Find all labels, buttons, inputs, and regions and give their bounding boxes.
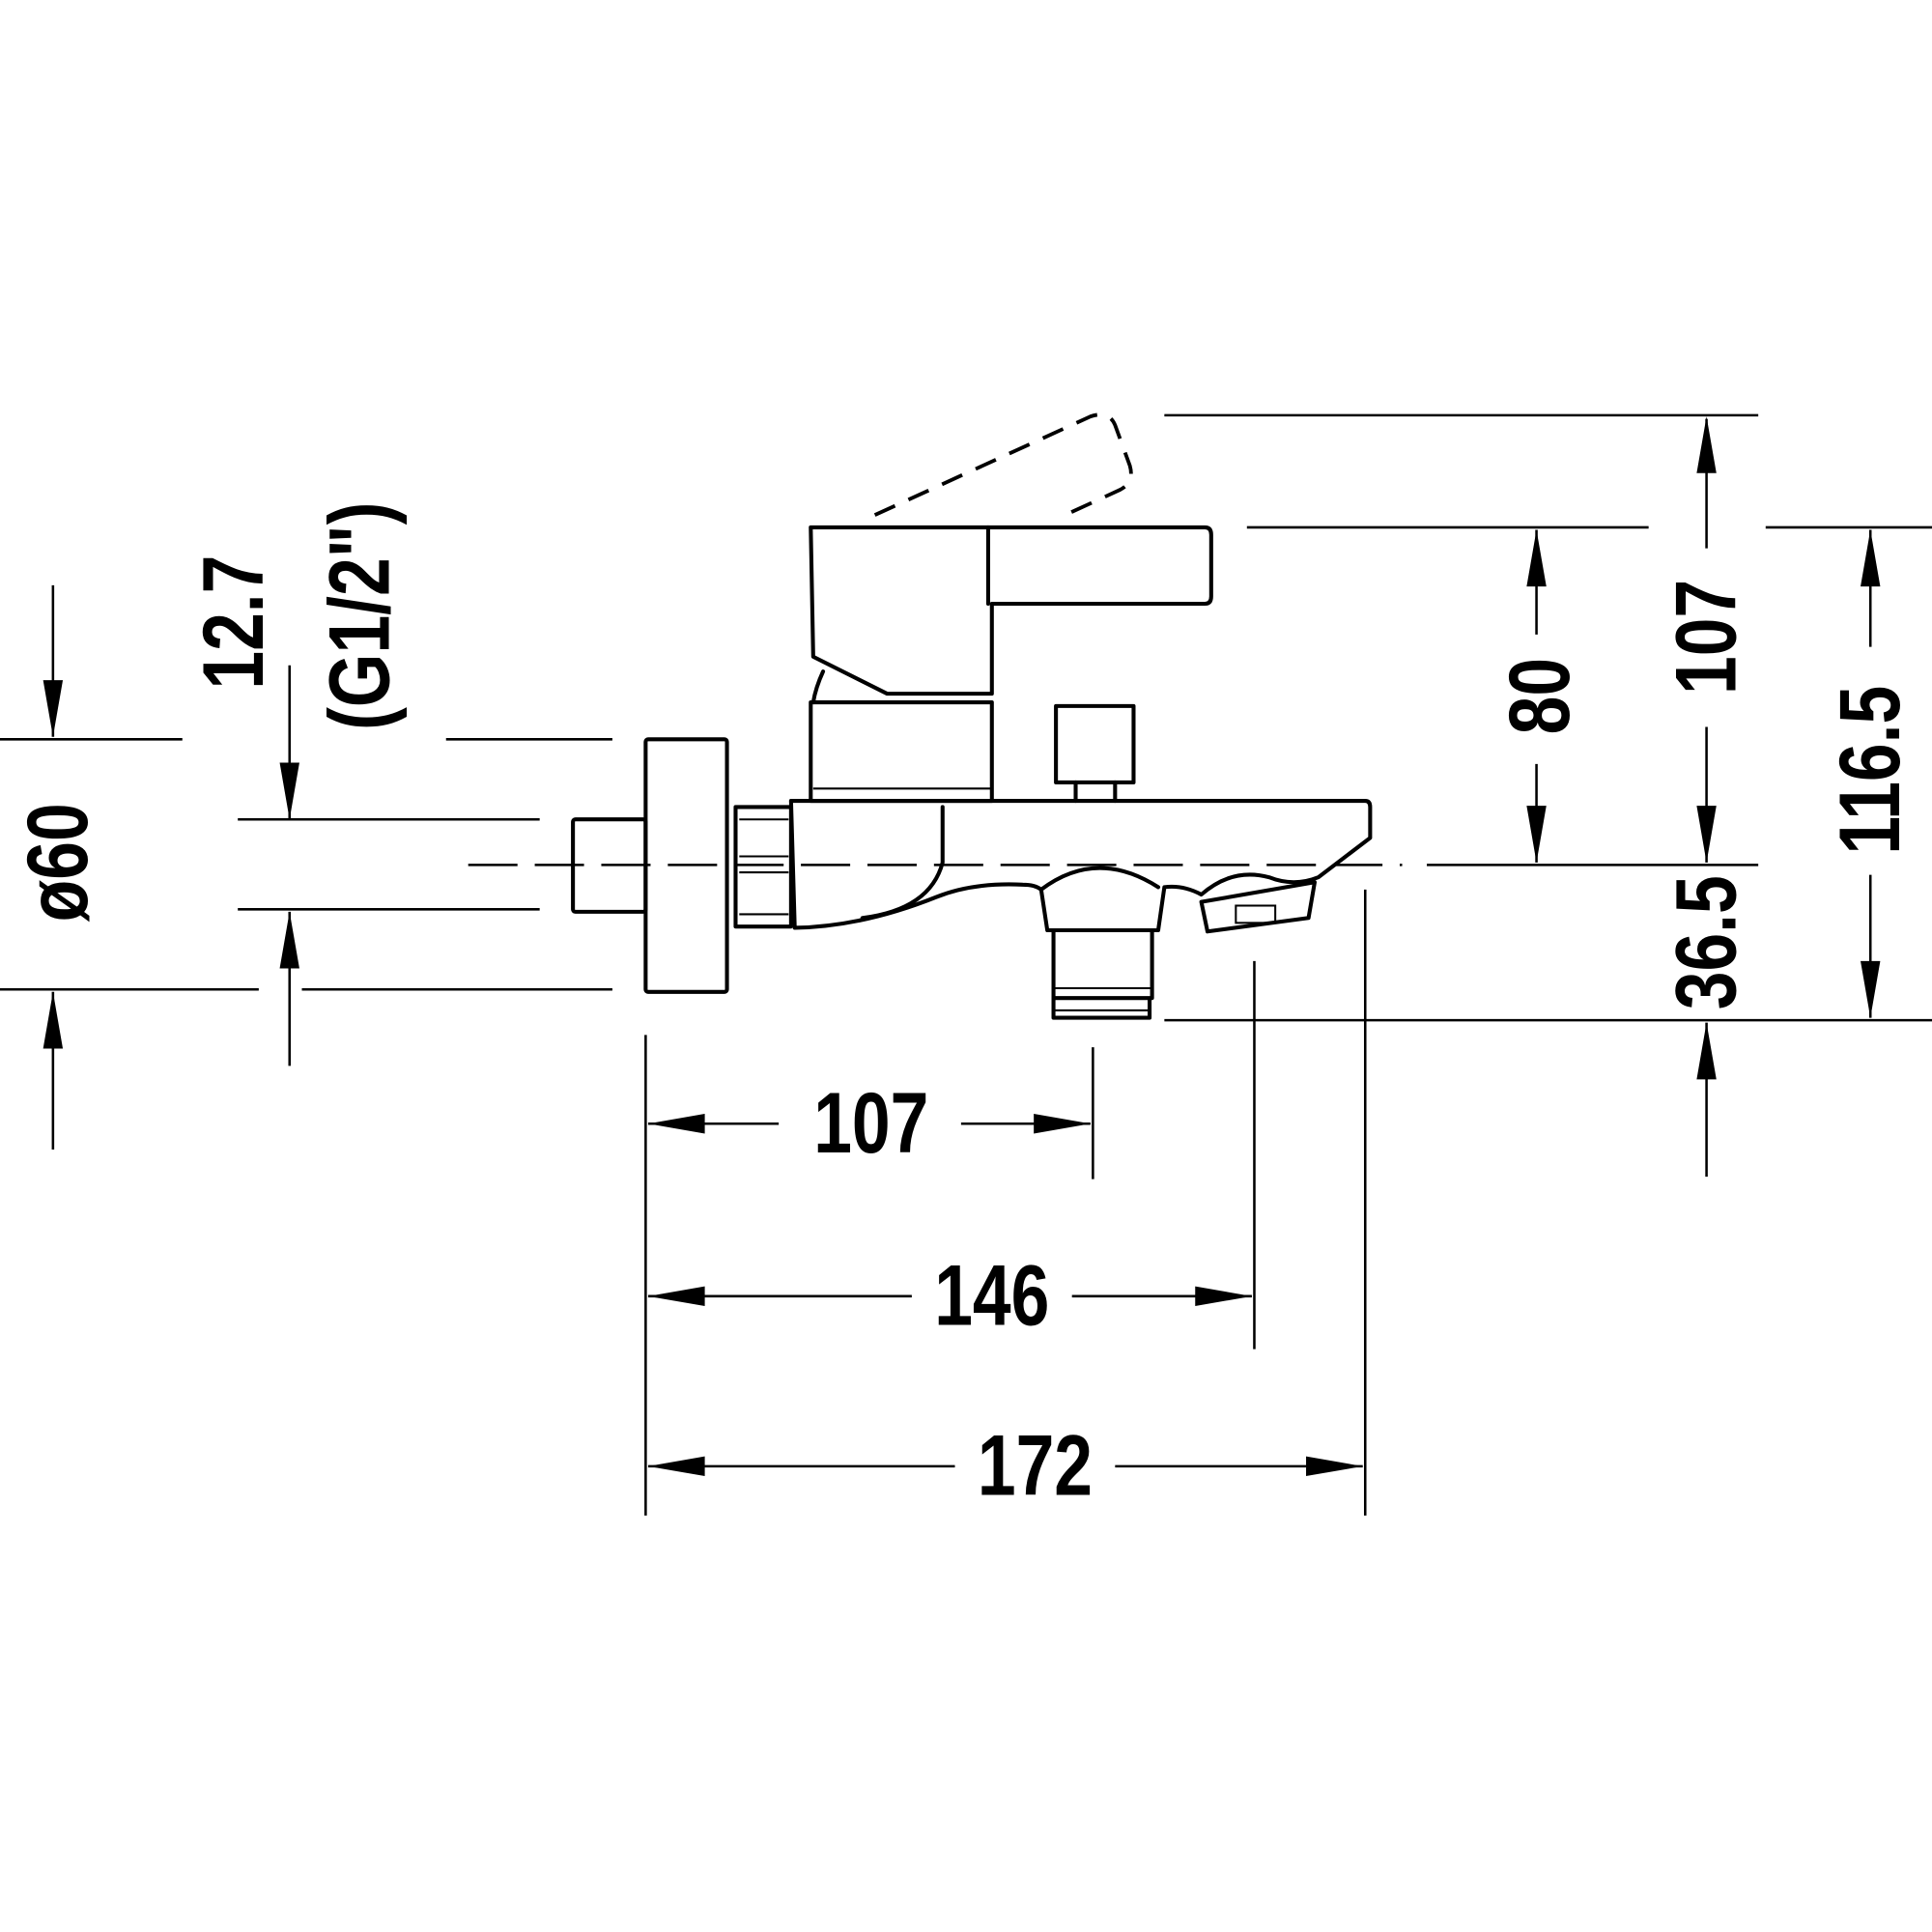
arrowhead-down-icon bbox=[43, 680, 64, 737]
arrowhead-left-icon bbox=[647, 1456, 705, 1477]
arrowhead-up-icon bbox=[43, 991, 64, 1049]
connection-stub bbox=[571, 817, 648, 914]
dim-outlet-projection: 107 bbox=[813, 1076, 928, 1172]
hex-nut bbox=[733, 805, 793, 929]
dim-flange-diameter: ø60 bbox=[10, 803, 105, 922]
dim-thread: (G1/2") bbox=[312, 502, 408, 730]
dim-total-projection: 172 bbox=[978, 1418, 1093, 1514]
diverter-knob bbox=[1054, 703, 1136, 784]
arrowhead-up-icon bbox=[1696, 1022, 1717, 1080]
dimension-labels: ø60 12.7 (G1/2") 80 107 36.5 116.5 107 1… bbox=[10, 502, 1918, 1515]
dim-connection-size: 12.7 bbox=[186, 555, 282, 690]
arrowhead-down-icon bbox=[1861, 960, 1881, 1018]
dim-open-handle-height: 107 bbox=[1659, 580, 1754, 695]
arrowhead-left-icon bbox=[647, 1286, 705, 1307]
dim-spout-projection: 146 bbox=[934, 1248, 1049, 1344]
cartridge-housing bbox=[809, 700, 994, 804]
lever-handle bbox=[809, 525, 1213, 696]
dim-handle-height: 80 bbox=[1492, 658, 1588, 734]
spout-nozzle bbox=[1199, 880, 1318, 934]
dim-centerline-to-bottom: 36.5 bbox=[1659, 875, 1754, 1009]
extension-lines bbox=[0, 413, 1932, 1516]
spout-body bbox=[788, 799, 1373, 933]
arrowhead-up-icon bbox=[1861, 529, 1881, 587]
arrowhead-down-icon bbox=[279, 762, 299, 820]
dim-total-height: 116.5 bbox=[1823, 686, 1918, 855]
arrowhead-up-icon bbox=[1696, 416, 1717, 473]
arrowhead-down-icon bbox=[1696, 806, 1717, 863]
dimension-arrows bbox=[43, 416, 1881, 1477]
arrowhead-right-icon bbox=[1195, 1286, 1252, 1307]
arrowhead-right-icon bbox=[1306, 1456, 1363, 1477]
arrowhead-up-icon bbox=[279, 911, 299, 969]
arrowhead-up-icon bbox=[1526, 529, 1547, 587]
arrowhead-left-icon bbox=[647, 1114, 705, 1134]
arrowhead-down-icon bbox=[1526, 806, 1547, 863]
arrowhead-right-icon bbox=[1034, 1114, 1091, 1134]
handle-open-position bbox=[873, 412, 1133, 520]
faucet-outline bbox=[571, 412, 1373, 1020]
